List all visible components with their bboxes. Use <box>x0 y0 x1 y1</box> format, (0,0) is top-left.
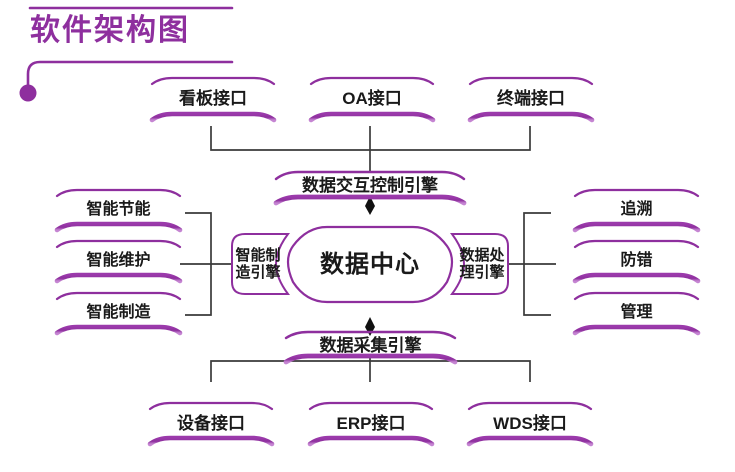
node-equipment-interface[interactable] <box>150 403 272 446</box>
node-terminal-interface[interactable] <box>470 78 592 122</box>
node-shape-smart-manufacturing[interactable] <box>54 291 183 336</box>
node-management[interactable] <box>575 293 698 335</box>
node-shape-wds-interface[interactable] <box>466 401 594 447</box>
node-shape-smart-maintenance[interactable] <box>54 239 183 284</box>
node-shape-data-center[interactable] <box>286 224 454 305</box>
arrow-down-to-data-center <box>365 196 375 215</box>
node-shape-smart-manufacturing-engine[interactable] <box>231 231 291 297</box>
node-smart-manufacturing-engine[interactable] <box>232 234 288 294</box>
node-data-exchange-control-engine[interactable] <box>276 170 464 205</box>
node-smart-maintenance[interactable] <box>57 241 180 283</box>
node-shape-terminal-interface[interactable] <box>467 76 595 123</box>
node-shape-error-proofing[interactable] <box>572 239 701 284</box>
node-shape-oa-interface[interactable] <box>308 76 436 123</box>
node-shape-data-exchange-control-engine[interactable] <box>273 170 467 206</box>
node-data-center[interactable] <box>283 227 457 304</box>
node-smart-manufacturing[interactable] <box>57 293 180 335</box>
title-decoration <box>19 6 234 102</box>
node-data-collection-engine[interactable] <box>286 330 455 365</box>
node-wds-interface[interactable] <box>469 403 591 446</box>
node-shape-erp-interface[interactable] <box>307 401 435 447</box>
node-data-processing-engine[interactable] <box>452 234 508 294</box>
connector-lines <box>180 126 556 382</box>
node-shape-data-collection-engine[interactable] <box>283 330 458 365</box>
node-shape-management[interactable] <box>572 291 701 336</box>
node-smart-energy-saving[interactable] <box>57 190 180 232</box>
node-error-proofing[interactable] <box>575 241 698 283</box>
node-shape-data-processing-engine[interactable] <box>449 231 509 297</box>
node-oa-interface[interactable] <box>311 78 433 122</box>
page-title: 软件架构图 <box>30 14 190 47</box>
node-shape-traceability[interactable] <box>572 188 701 233</box>
node-shape-equipment-interface[interactable] <box>147 401 275 447</box>
node-shape-smart-energy-saving[interactable] <box>54 188 183 233</box>
node-traceability[interactable] <box>575 190 698 232</box>
node-erp-interface[interactable] <box>310 403 432 446</box>
node-kanban-interface[interactable] <box>152 78 274 122</box>
node-shape-kanban-interface[interactable] <box>149 76 277 123</box>
